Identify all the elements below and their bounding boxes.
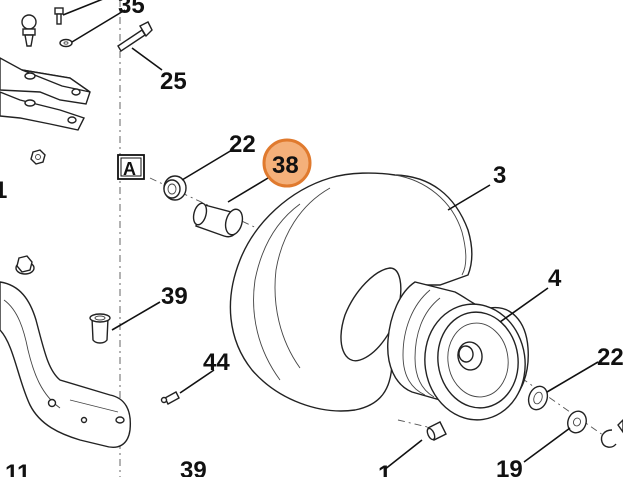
small-bolt bbox=[54, 7, 64, 25]
callout-25: 25 bbox=[160, 68, 187, 95]
bushing-39 bbox=[89, 313, 111, 344]
callout-1-left: 1 bbox=[0, 177, 7, 204]
bushing-22 bbox=[163, 175, 187, 201]
callout-19: 19 bbox=[496, 456, 523, 477]
callout-38: 38 bbox=[272, 152, 299, 179]
callout-22-top: 22 bbox=[229, 131, 256, 158]
callout-1-bottom: 1 bbox=[378, 461, 391, 477]
highlight-circle-38 bbox=[262, 138, 312, 188]
edge-part bbox=[617, 419, 623, 434]
axle-arm bbox=[0, 281, 132, 448]
callout-44: 44 bbox=[203, 349, 230, 376]
reference-box-a bbox=[117, 154, 145, 180]
callout-22-right: 22 bbox=[597, 344, 623, 371]
callout-39-bottom: 39 bbox=[180, 457, 207, 477]
callout-4: 4 bbox=[548, 265, 562, 292]
spacer-tube-38 bbox=[192, 202, 244, 238]
washer-19 bbox=[567, 410, 587, 434]
grease-fitting-44 bbox=[160, 391, 180, 405]
rim-4 bbox=[387, 281, 529, 421]
washer-22-right bbox=[527, 385, 549, 411]
hex-nut bbox=[30, 149, 46, 165]
tire-3 bbox=[229, 172, 473, 412]
callout-3: 3 bbox=[493, 162, 506, 189]
ball-stud bbox=[21, 14, 37, 47]
flange-nut bbox=[15, 255, 35, 275]
callout-35: 35 bbox=[118, 0, 145, 19]
washer bbox=[59, 38, 73, 48]
upper-bracket-assembly bbox=[0, 57, 91, 131]
callout-39-mid: 39 bbox=[161, 283, 188, 310]
e-clip bbox=[600, 429, 617, 448]
callout-11: 11 bbox=[5, 460, 30, 477]
pin bbox=[426, 421, 447, 441]
bolt-25 bbox=[117, 21, 153, 52]
reference-label-a: A bbox=[123, 159, 136, 179]
